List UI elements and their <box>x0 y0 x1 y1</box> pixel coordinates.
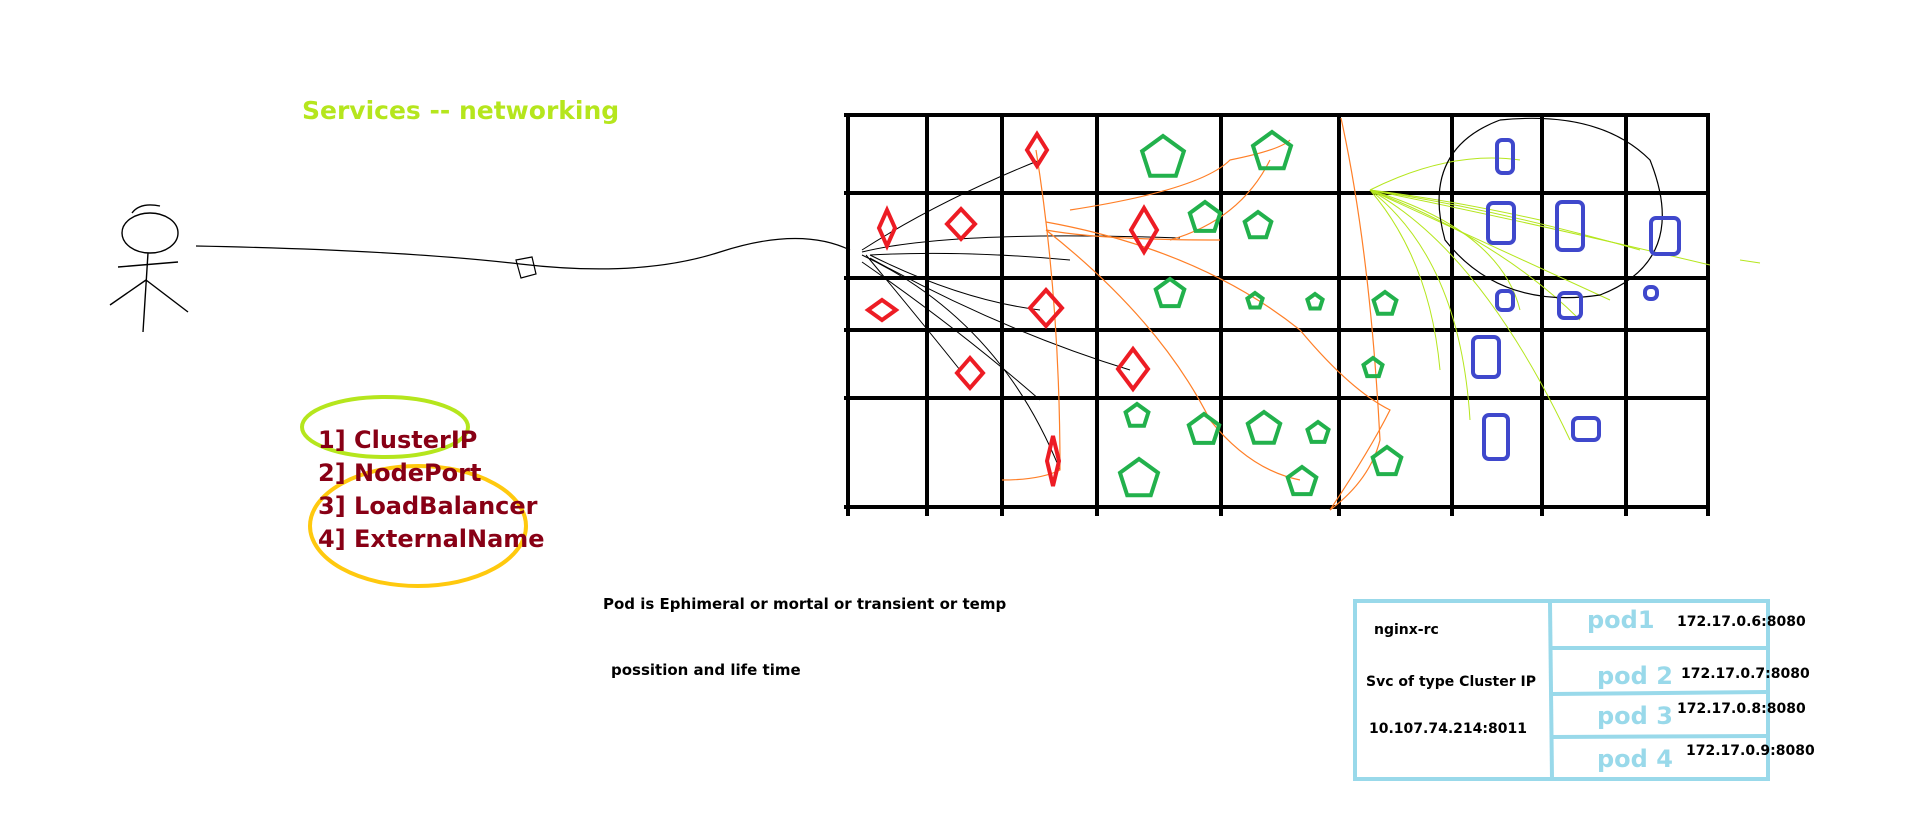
pentagon-pod-icon <box>1123 401 1151 428</box>
rect-pod-icon <box>1482 413 1510 461</box>
pod-name: pod 4 <box>1597 745 1673 773</box>
other-types-ring <box>308 464 528 588</box>
rect-pod-icon <box>1495 138 1515 175</box>
rect-pod-icon <box>1571 416 1601 442</box>
orange-link <box>1069 139 1291 211</box>
orange-link <box>1045 229 1301 481</box>
svc-ip: 10.107.74.214:8011 <box>1369 721 1527 737</box>
diamond-pod-icon <box>1024 130 1050 170</box>
service-type-clusterip: 1] ClusterIP <box>318 426 478 454</box>
pentagon-pod-icon <box>1361 355 1385 379</box>
pod-name: pod 2 <box>1597 662 1673 690</box>
request-line <box>195 237 851 279</box>
diamond-pod-icon <box>1027 286 1065 330</box>
note-ephemeral: Pod is Ephimeral or mortal or transient … <box>603 595 1007 613</box>
lime-link <box>1369 189 1571 441</box>
orange-link <box>1169 159 1271 241</box>
lime-link <box>1369 189 1611 301</box>
lime-link <box>1369 189 1541 221</box>
pentagon-pod-icon <box>1117 456 1161 498</box>
rc-name: nginx-rc <box>1374 622 1439 638</box>
pod-ip: 172.17.0.9:8080 <box>1686 743 1815 759</box>
pod-name: pod1 <box>1587 606 1655 634</box>
lime-link <box>1369 189 1441 371</box>
orange-link <box>1329 117 1381 511</box>
pentagon-pod-icon <box>1371 289 1399 316</box>
node-grid <box>844 113 1710 516</box>
pod-name: pod 3 <box>1597 702 1673 730</box>
pentagon-pod-icon <box>1139 133 1187 178</box>
stick-figure-icon <box>109 204 189 333</box>
rect-pod-icon <box>1471 335 1501 379</box>
lime-link <box>1739 259 1761 264</box>
pentagon-pod-icon <box>1305 291 1325 311</box>
pentagon-pod-icon <box>1285 464 1319 497</box>
service-box <box>1353 599 1770 781</box>
diamond-pod-icon <box>876 205 898 251</box>
service-type-externalname: 4] ExternalName <box>318 525 545 553</box>
pentagon-pod-icon <box>1187 199 1223 233</box>
pentagon-pod-icon <box>1186 411 1222 445</box>
orange-link <box>1045 229 1221 241</box>
rect-pod-icon <box>1649 216 1681 256</box>
pentagon-pod-icon <box>1305 419 1331 444</box>
orange-link <box>1045 221 1391 511</box>
pentagon-pod-icon <box>1245 290 1265 310</box>
clusterip-boundary <box>1438 117 1663 299</box>
pods-layer <box>864 129 1681 498</box>
diamond-pod-icon <box>1128 204 1160 256</box>
diamond-pod-icon <box>1115 345 1151 393</box>
pod-ip: 172.17.0.7:8080 <box>1681 666 1810 682</box>
lime-link <box>1369 189 1471 421</box>
note-position: possition and life time <box>611 661 801 679</box>
black-link <box>865 254 961 371</box>
pentagon-pod-icon <box>1242 209 1274 240</box>
rect-pod-icon <box>1495 289 1515 312</box>
diamond-pod-icon <box>944 206 978 242</box>
diamond-pod-icon <box>864 297 900 323</box>
black-link <box>869 257 1131 371</box>
rect-pod-icon <box>1643 285 1659 301</box>
svc-type-label: Svc of type Cluster IP <box>1366 674 1536 690</box>
service-type-loadbalancer: 3] LoadBalancer <box>318 492 538 520</box>
pentagon-pod-icon <box>1245 409 1283 445</box>
orange-link <box>1001 149 1061 481</box>
clusterip-ring <box>300 395 470 459</box>
rect-pod-icon <box>1555 200 1585 252</box>
pod-ip: 172.17.0.8:8080 <box>1677 701 1806 717</box>
diamond-pod-icon <box>1044 435 1062 487</box>
pentagon-pod-icon <box>1250 129 1294 171</box>
black-link <box>869 254 1041 311</box>
pentagon-pod-icon <box>1370 444 1404 477</box>
pod-ip: 172.17.0.6:8080 <box>1677 614 1806 630</box>
rect-pod-icon <box>1486 201 1516 245</box>
service-type-nodeport: 2] NodePort <box>318 459 482 487</box>
diamond-pod-icon <box>954 354 986 392</box>
pentagon-pod-icon <box>1153 276 1187 309</box>
lime-link <box>1369 189 1521 311</box>
rect-pod-icon <box>1557 291 1583 320</box>
page-title: Services -- networking <box>302 96 620 125</box>
black-link <box>861 254 1061 471</box>
black-link <box>869 252 1071 261</box>
